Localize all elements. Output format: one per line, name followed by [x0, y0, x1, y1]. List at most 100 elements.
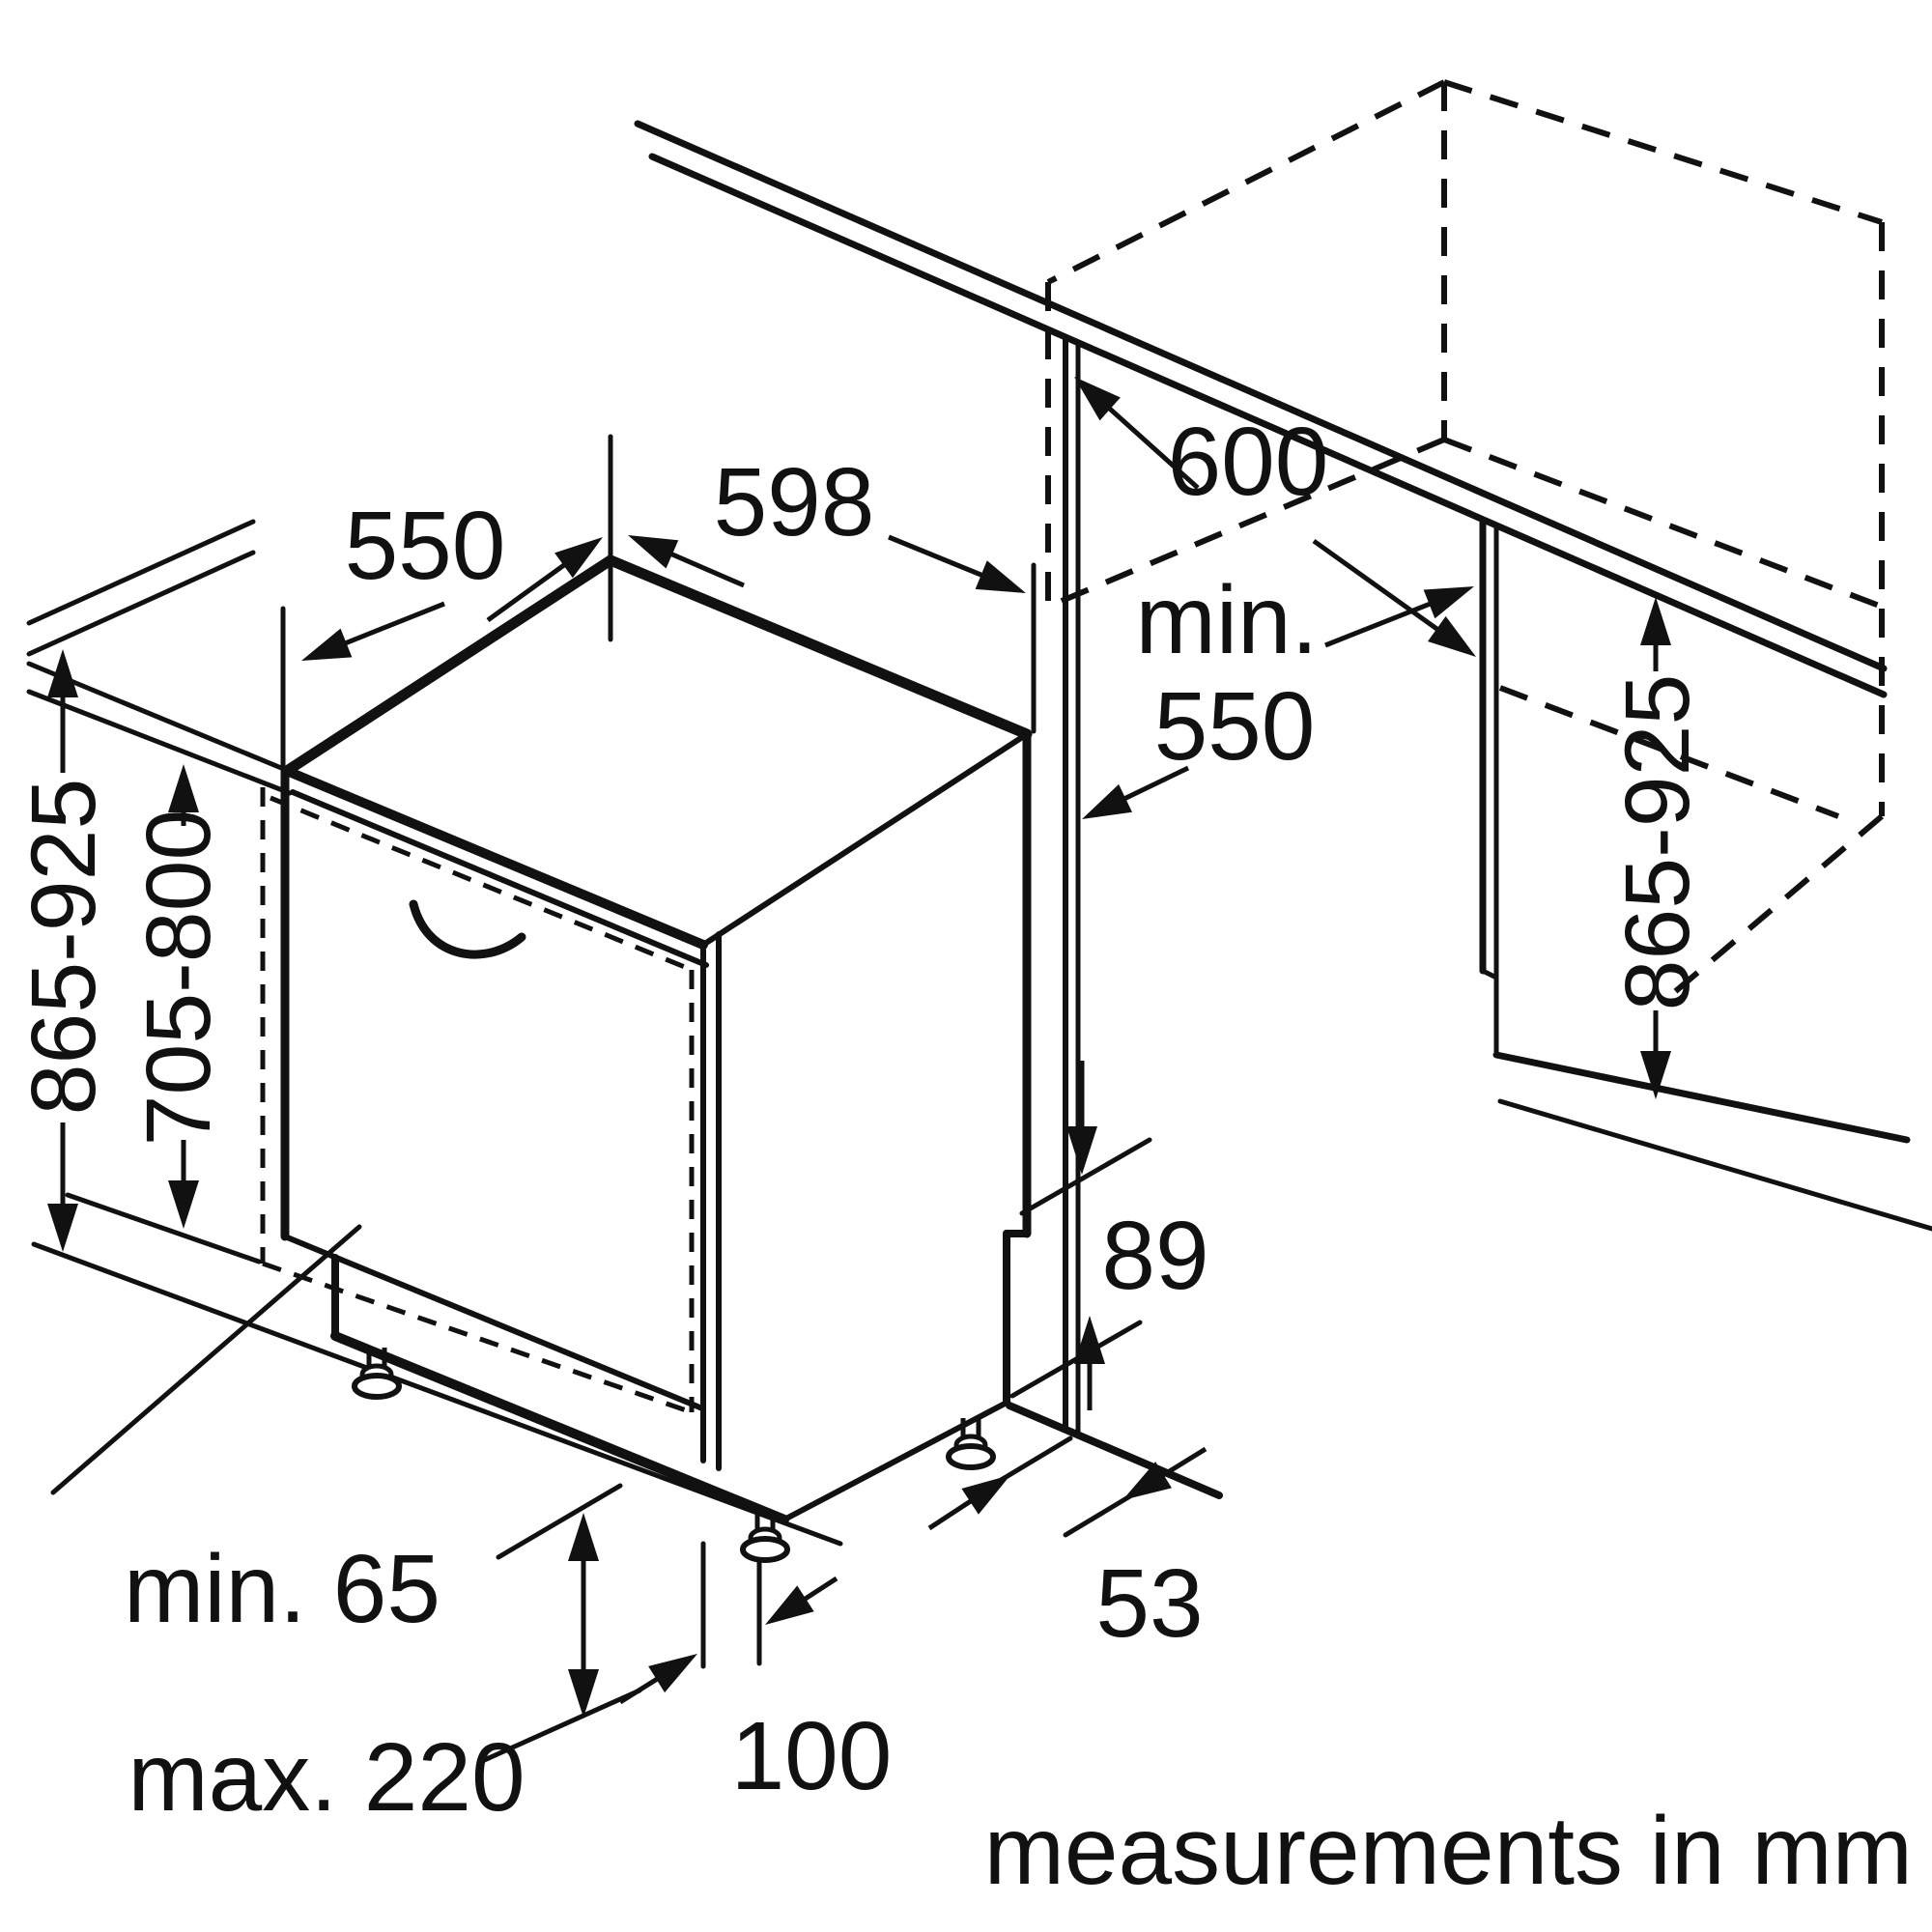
arrow-53-right — [1122, 1446, 1208, 1500]
dw-top-right-edge — [605, 554, 1033, 740]
dim-rear-base-height: 89 — [1101, 1202, 1208, 1310]
leveling-foot-front-left-part — [352, 1373, 402, 1400]
cabinet-bottom-edge — [1492, 1051, 1911, 1144]
dim-width: 598 — [714, 448, 875, 556]
arrow-min550-right-head — [1423, 586, 1474, 619]
arrow-705-top-head — [168, 764, 199, 812]
leveling-foot-rear — [946, 1418, 996, 1470]
dim-foot-min: min. 65 — [124, 1535, 440, 1643]
arrow-550-right-head — [554, 537, 603, 579]
worktop-front-edge — [634, 120, 1888, 672]
upper-cabinet-bottom-right — [1442, 437, 1884, 610]
arrow-minmax-down-head — [568, 1669, 599, 1718]
floor-left — [31, 1241, 843, 1547]
arrow-705-top — [168, 764, 199, 826]
arrow-53-left-head — [961, 1475, 1010, 1515]
arrow-705-bottom-head — [168, 1180, 199, 1229]
leveling-foot-front-right — [740, 1511, 790, 1563]
arrow-100-left — [618, 1654, 697, 1705]
arrow-minmax-down — [568, 1625, 599, 1718]
arrow-600-left — [1074, 377, 1200, 490]
cabinet-plinth-notch — [1480, 968, 1499, 980]
arrow-89-down — [1066, 1061, 1097, 1175]
arrow-600-left-head — [1074, 377, 1121, 421]
arrow-865R-top — [1640, 597, 1671, 671]
dim-height-left: 865-925 — [13, 779, 115, 1116]
arrow-53-right-head — [1122, 1462, 1172, 1500]
arrow-865R-top-head — [1640, 597, 1671, 645]
upper-cabinet-roof-right — [1443, 79, 1883, 225]
arrow-600-right — [1312, 538, 1476, 657]
worktop-left-b — [26, 550, 256, 657]
arrow-89-up — [1074, 1316, 1105, 1410]
arrow-minmax-up-head — [568, 1513, 599, 1561]
arrow-865R-bottom — [1640, 1010, 1671, 1099]
dim-niche-depth-word: min. — [1136, 566, 1319, 674]
arrow-550-left-head — [301, 628, 353, 661]
arrow-598-left-head — [628, 535, 679, 569]
tick-minmax-lower — [477, 1688, 642, 1765]
furniture-door-top — [270, 795, 693, 973]
dim-foot-max: max. 220 — [128, 1723, 525, 1832]
arrow-550-right — [486, 537, 603, 623]
arrow-min550-left-head — [1082, 783, 1132, 819]
tick-minmax-upper — [496, 1483, 623, 1560]
arrow-min550-right-shaft — [1324, 594, 1449, 648]
arrow-598-right-shaft — [888, 534, 1001, 584]
door-handle-recess — [409, 899, 526, 959]
arrow-705-bottom — [168, 1140, 199, 1229]
arrow-100-right-head — [765, 1585, 814, 1625]
floor-left-recede — [50, 1224, 362, 1495]
arrow-865L-top-head — [47, 649, 78, 697]
upper-cabinet-bottom-left — [1046, 437, 1446, 610]
arrow-53-left — [927, 1475, 1010, 1531]
leveling-foot-front-left — [352, 1348, 402, 1400]
dim-door-height: 705-800 — [128, 810, 230, 1147]
arrow-89-up-head — [1074, 1316, 1105, 1364]
dw-door-top-ext-left — [26, 689, 293, 796]
dim-front-foot-offset: 100 — [731, 1702, 893, 1810]
arrow-min550-left — [1082, 765, 1190, 819]
arrow-865L-bottom — [47, 1122, 78, 1252]
arrow-598-left — [628, 535, 745, 588]
dw-top-front-edge — [282, 766, 708, 950]
arrow-minmax-up — [568, 1513, 599, 1605]
arrow-min550-right — [1324, 586, 1474, 648]
arrow-865R-bottom-head — [1640, 1051, 1671, 1099]
dw-side-top-edge — [700, 731, 1030, 948]
arrow-600-right-head — [1428, 615, 1476, 657]
worktop-left-a — [26, 519, 256, 626]
upper-cabinet-roof-left — [1046, 79, 1446, 285]
niche-floor-front-edge — [1006, 1402, 1223, 1499]
dw-door-top-edge — [290, 789, 709, 968]
dim-height-right: 865-925 — [1606, 674, 1709, 1011]
dim-niche-depth-value: 550 — [1154, 672, 1316, 781]
dw-base-bottom-edge — [330, 1331, 789, 1524]
arrow-600-right-shaft — [1312, 538, 1455, 642]
floor-right — [1497, 1098, 1932, 1232]
arrow-100-right — [765, 1576, 838, 1625]
arrow-550-left — [301, 601, 445, 661]
arrow-865L-top — [47, 649, 78, 773]
arrow-100-left-head — [648, 1654, 697, 1693]
arrow-550-left-shaft — [327, 601, 445, 653]
leveling-foot-front-right-part — [740, 1536, 790, 1563]
leveling-foot-rear-part — [946, 1443, 996, 1470]
arrow-600-left-shaft — [1094, 394, 1200, 490]
dw-door-bottom-edge — [282, 1234, 705, 1411]
worktop-lower-edge — [648, 153, 1888, 698]
arrow-598-right — [888, 534, 1026, 593]
units-note: measurements in mm — [984, 1797, 1913, 1905]
dim-rear-setback: 53 — [1095, 1549, 1203, 1658]
tick-89-upper — [1019, 1137, 1152, 1216]
hidden-back-bottom-edge — [1498, 685, 1840, 819]
dw-side-bottom-edge — [781, 1400, 1009, 1522]
dim-worktop-depth: 600 — [1168, 408, 1329, 516]
dw-top-left-edge — [281, 554, 616, 777]
dim-top-depth: 550 — [345, 492, 506, 600]
tick-705-bottom — [65, 1192, 262, 1264]
arrow-598-right-head — [975, 560, 1026, 593]
